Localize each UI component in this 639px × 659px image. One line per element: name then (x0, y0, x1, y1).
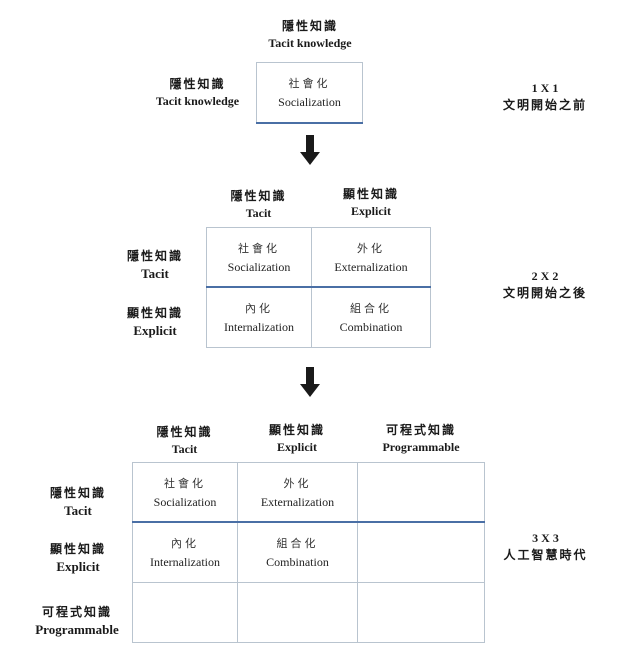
cell-en: Socialization (227, 259, 291, 274)
bottom-cell-combination: 組合化 Combination (237, 522, 358, 583)
mid-cell-externalization: 外化 Externalization (311, 227, 431, 288)
cell-zh: 組合化 (276, 536, 319, 550)
mid-grid-divider (206, 286, 431, 288)
cell-en: Combination (339, 319, 403, 334)
mid-col-header-tacit: 隱性知識 Tacit (206, 188, 311, 222)
mid-col-header-zh: 隱性知識 (230, 189, 287, 203)
bottom-stage-size: 3 X 3 (532, 531, 559, 545)
mid-cell-internalization: 內化 Internalization (206, 287, 312, 348)
bottom-cell-internalization: 內化 Internalization (132, 522, 238, 583)
cell-en: Combination (266, 554, 329, 569)
cell-zh: 社會化 (238, 241, 280, 255)
cell-en: Internalization (224, 319, 294, 334)
top-stage-text: 文明開始之前 (502, 98, 587, 112)
bottom-col-header-zh: 顯性知識 (268, 423, 325, 437)
mid-col-header-en: Tacit (245, 206, 272, 220)
cell-zh: 社會化 (164, 476, 206, 490)
cell-zh: 內化 (245, 301, 273, 315)
bottom-stage-label: 3 X 3 人工智慧時代 (488, 530, 603, 564)
cell-zh: 外化 (283, 476, 312, 490)
bottom-row-header-zh: 顯性知識 (49, 542, 106, 556)
bottom-col-header-zh: 可程式知識 (385, 423, 456, 437)
bottom-cell-empty (357, 582, 485, 643)
top-stage-size: 1 X 1 (531, 81, 559, 95)
cell-zh: 外化 (357, 241, 385, 255)
bottom-col-header-tacit: 隱性知識 Tacit (132, 424, 237, 458)
mid-row-header-en: Explicit (133, 323, 177, 338)
top-cell-divider (256, 122, 363, 124)
cell-en: Socialization (153, 494, 217, 509)
cell-zh: 社會化 (288, 77, 331, 90)
mid-row-header-tacit: 隱性知識 Tacit (110, 247, 200, 283)
bottom-row-header-en: Explicit (56, 559, 100, 574)
cell-en: Socialization (278, 95, 341, 109)
top-col-header: 隱性知識 Tacit knowledge (240, 18, 380, 52)
bottom-row-header-zh: 可程式知識 (41, 605, 112, 619)
mid-stage-text: 文明開始之後 (502, 286, 587, 300)
bottom-cell-socialization: 社會化 Socialization (132, 462, 238, 523)
bottom-row-header-programmable: 可程式知識 Programmable (22, 603, 132, 639)
bottom-cell-externalization: 外化 Externalization (237, 462, 358, 523)
cell-zh: 組合化 (350, 301, 392, 315)
top-row-header-en: Tacit knowledge (155, 94, 240, 108)
mid-cell-socialization: 社會化 Socialization (206, 227, 312, 288)
bottom-cell-empty (132, 582, 238, 643)
mid-row-header-zh: 隱性知識 (126, 249, 183, 263)
mid-stage-size: 2 X 2 (531, 269, 559, 283)
bottom-col-header-en: Tacit (171, 442, 198, 456)
mid-col-header-zh: 顯性知識 (342, 187, 399, 201)
bottom-col-header-explicit: 顯性知識 Explicit (237, 422, 357, 456)
mid-col-header-en: Explicit (350, 204, 391, 218)
down-arrow-1 (300, 135, 320, 165)
bottom-grid-divider (132, 521, 485, 523)
bottom-row-header-en: Tacit (64, 503, 92, 518)
bottom-cell-empty (357, 522, 485, 583)
mid-row-header-zh: 顯性知識 (126, 306, 183, 320)
cell-en: Externalization (334, 259, 408, 274)
mid-cell-combination: 組合化 Combination (311, 287, 431, 348)
bottom-col-header-en: Explicit (276, 440, 317, 454)
bottom-cell-empty (357, 462, 485, 523)
top-row-header: 隱性知識 Tacit knowledge (140, 76, 255, 110)
top-row-header-zh: 隱性知識 (169, 77, 226, 91)
mid-row-header-explicit: 顯性知識 Explicit (110, 304, 200, 340)
top-stage-label: 1 X 1 文明開始之前 (490, 80, 600, 114)
top-cell-socialization: 社會化 Socialization (256, 62, 363, 124)
mid-col-header-explicit: 顯性知識 Explicit (311, 186, 431, 220)
bottom-row-header-zh: 隱性知識 (49, 486, 106, 500)
bottom-row-header-en: Programmable (35, 622, 119, 637)
mid-row-header-en: Tacit (141, 266, 169, 281)
top-col-header-en: Tacit knowledge (268, 36, 352, 50)
down-arrow-2 (300, 367, 320, 397)
cell-zh: 內化 (171, 536, 199, 550)
bottom-stage-text: 人工智慧時代 (503, 548, 588, 562)
mid-stage-label: 2 X 2 文明開始之後 (490, 268, 600, 302)
bottom-col-header-programmable: 可程式知識 Programmable (357, 422, 485, 456)
bottom-col-header-zh: 隱性知識 (156, 425, 213, 439)
cell-en: Internalization (150, 554, 220, 569)
bottom-row-header-explicit: 顯性知識 Explicit (30, 540, 126, 576)
bottom-cell-empty (237, 582, 358, 643)
cell-en: Externalization (260, 494, 335, 509)
top-col-header-zh: 隱性知識 (281, 19, 338, 33)
bottom-col-header-en: Programmable (382, 440, 460, 454)
bottom-row-header-tacit: 隱性知識 Tacit (30, 484, 126, 520)
